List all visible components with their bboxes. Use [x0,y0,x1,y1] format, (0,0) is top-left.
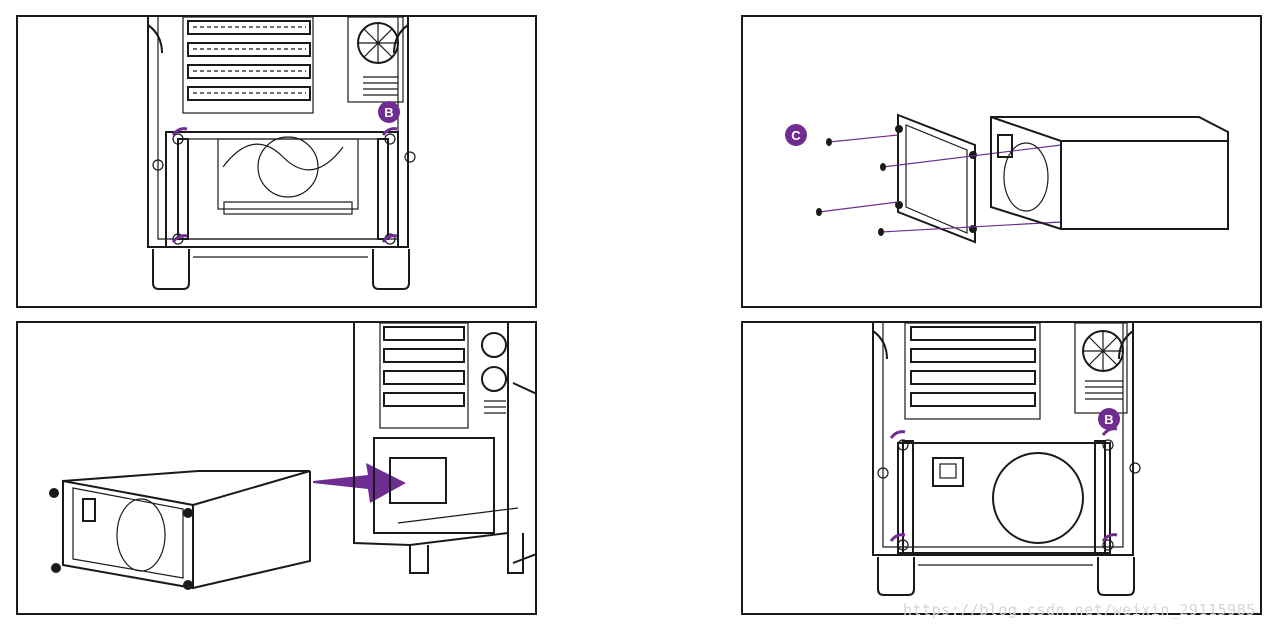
callout-b-badge: B [1098,408,1120,430]
step-4-panel: B [741,321,1262,615]
insert-psu-illustration [49,323,535,590]
expansion-slot-covers [910,326,1036,407]
callout-b-label: B [1104,412,1113,427]
callout-c-badge: C [785,124,807,146]
callout-b-badge: B [378,101,400,123]
computer-case [353,323,535,574]
step-2-panel: C [741,15,1262,308]
callout-b-label: B [384,105,393,120]
step-3-panel [16,321,537,615]
power-supply-unit [990,116,1229,230]
screw-guide-lines [818,134,1062,233]
power-supply-with-bracket [49,470,311,590]
thumbscrew-arrows [171,127,398,243]
thumbscrew-arrows [889,427,1118,542]
screws [816,138,886,236]
case-rear-empty-bay-illustration: B [147,17,416,290]
bracket-to-psu-illustration: C [785,113,1229,244]
power-socket-icon [932,457,964,487]
psu-installed-illustration: B [872,323,1141,596]
psu-mounting-bracket [897,113,976,244]
insertion-arrow-icon [313,463,406,503]
psu-fan-grille [992,452,1084,544]
expansion-slot-covers [187,20,311,101]
watermark-text: https://blog.csdn.net/weixin_29115985 [903,601,1256,619]
callout-c-label: C [791,128,801,143]
step-1-panel: B [16,15,537,308]
